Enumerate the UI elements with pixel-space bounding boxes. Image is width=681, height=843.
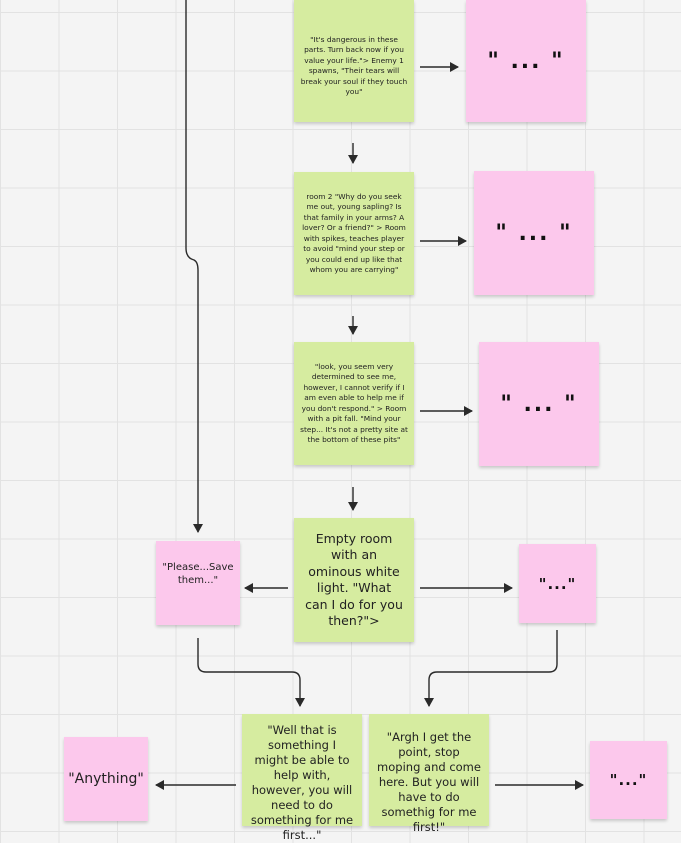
connector-save-them-to-well-that[interactable] bbox=[197, 638, 305, 707]
connector-layer bbox=[155, 0, 584, 790]
empty-room-text: Empty room with an ominous white light. … bbox=[305, 530, 403, 629]
sticky-note-well-that[interactable]: "Well that is something I might be able … bbox=[242, 714, 362, 842]
sticky-note-room1-reply[interactable]: " ... " bbox=[466, 0, 586, 122]
anything-text: "Anything" bbox=[68, 771, 144, 787]
connector-top-to-save-them[interactable] bbox=[185, 0, 203, 533]
room1-text: "It's dangerous in these parts. Turn bac… bbox=[300, 34, 408, 97]
room1-reply-text: " ... " bbox=[487, 48, 565, 74]
sticky-note-room3[interactable]: "look, you seem very determined to see m… bbox=[294, 342, 414, 465]
well-that-text: "Well that is something I might be able … bbox=[250, 723, 354, 842]
connector-reply-to-argh[interactable] bbox=[424, 630, 558, 707]
sticky-note-room2[interactable]: room 2 "Why do you seek me out, young sa… bbox=[294, 172, 414, 295]
sticky-note-room2-reply[interactable]: " ... " bbox=[474, 171, 594, 295]
sticky-note-empty-room-reply[interactable]: "..." bbox=[519, 544, 596, 623]
final-reply-text: "..." bbox=[609, 771, 648, 789]
argh-text: "Argh I get the point, stop moping and c… bbox=[377, 730, 481, 834]
sticky-note-argh[interactable]: "Argh I get the point, stop moping and c… bbox=[369, 714, 489, 834]
sticky-note-room3-reply[interactable]: " ... " bbox=[479, 342, 599, 466]
sticky-note-room1[interactable]: "It's dangerous in these parts. Turn bac… bbox=[294, 0, 414, 122]
sticky-note-save-them[interactable]: "Please...Save them..." bbox=[156, 541, 240, 625]
room2-reply-text: " ... " bbox=[495, 220, 573, 246]
sticky-note-empty-room[interactable]: Empty room with an ominous white light. … bbox=[294, 518, 414, 642]
empty-room-reply-text: "..." bbox=[538, 574, 577, 593]
save-them-text: "Please...Save them..." bbox=[162, 562, 234, 586]
room3-text: "look, you seem very determined to see m… bbox=[300, 361, 408, 445]
room3-reply-text: " ... " bbox=[500, 391, 578, 417]
sticky-note-anything[interactable]: "Anything" bbox=[64, 737, 148, 821]
sticky-note-final-reply[interactable]: "..." bbox=[590, 741, 667, 819]
room2-text: room 2 "Why do you seek me out, young sa… bbox=[302, 191, 406, 275]
